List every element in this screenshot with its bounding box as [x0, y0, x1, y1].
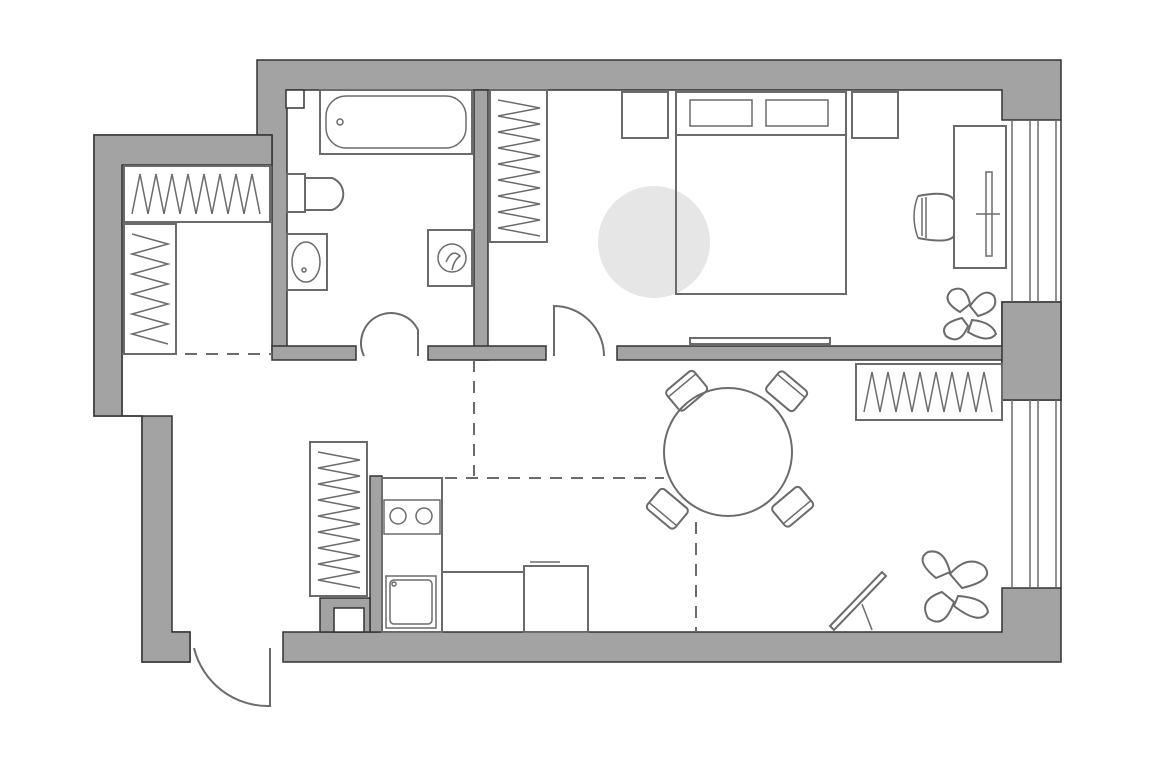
window-pier	[1001, 301, 1062, 401]
bathtub-icon	[319, 89, 473, 155]
wardrobe-icon	[123, 223, 177, 355]
pillow-icon	[689, 99, 753, 127]
bath-wall-left-segment	[271, 345, 357, 361]
bathroom-right-wall	[473, 89, 489, 361]
desk-icon	[953, 125, 1007, 269]
round-table-icon	[663, 387, 793, 517]
pillow-icon	[765, 99, 829, 127]
door-icon	[553, 304, 605, 357]
window-icon	[1011, 120, 1057, 302]
double-bed-icon	[675, 91, 847, 295]
dining-chair-icon	[771, 485, 815, 528]
sink-icon	[286, 233, 328, 291]
houseplant-icon	[943, 287, 998, 341]
washing-machine-icon	[427, 229, 473, 287]
houseplant-icon	[921, 550, 990, 623]
tv-stand-icon	[689, 337, 831, 345]
shaft	[285, 89, 305, 109]
nightstand-icon	[851, 91, 899, 139]
kitchen-shaft	[333, 607, 365, 633]
nightstand-icon	[621, 91, 669, 139]
rug	[598, 186, 710, 298]
wardrobe-icon	[123, 165, 271, 223]
stove-icon	[383, 499, 441, 535]
floor-lamp-icon	[828, 570, 888, 632]
door-icon	[193, 647, 271, 708]
dining-chair-icon	[665, 369, 709, 412]
bedroom-wall-segment	[616, 345, 1005, 361]
window-icon	[1011, 400, 1057, 588]
dining-chair-icon	[765, 370, 809, 413]
zone-boundaries	[122, 353, 697, 632]
kitchen-sink-icon	[385, 575, 437, 629]
outer-wall-west-inner	[93, 134, 273, 663]
wardrobe-icon	[489, 89, 548, 243]
wardrobe-icon	[309, 441, 368, 597]
office-chair-icon	[913, 192, 955, 242]
bath-wall-right-segment	[427, 345, 547, 361]
dining-chair-icon	[645, 487, 689, 530]
kitchen-counter	[381, 477, 443, 633]
wardrobe-icon	[855, 363, 1003, 421]
walls	[93, 59, 1062, 663]
toilet-icon	[286, 173, 345, 213]
kitchen-divider-wall	[369, 475, 383, 633]
door-icon	[360, 312, 419, 357]
refrigerator-icon	[523, 561, 589, 633]
